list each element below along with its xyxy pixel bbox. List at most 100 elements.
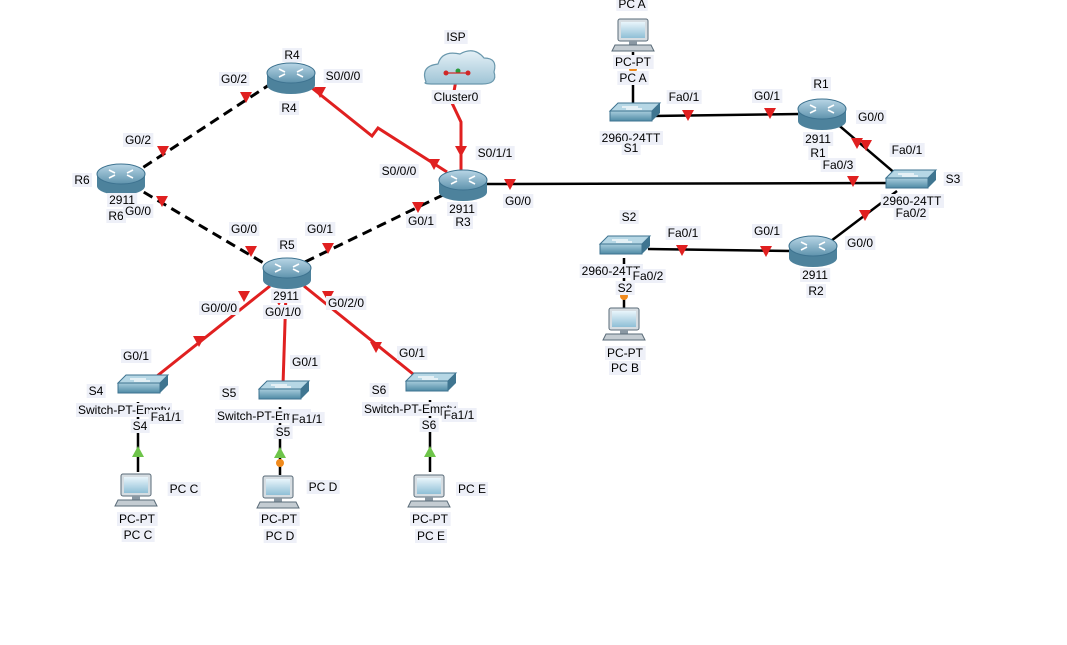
router-arrows-icon <box>278 68 304 78</box>
interface-label: S0/0/0 <box>379 164 419 178</box>
router-arrows-icon <box>108 169 134 179</box>
s6-alt-label: S6 <box>419 418 439 432</box>
link-down-marker <box>847 176 859 187</box>
interface-label-text: G0/0 <box>847 236 873 250</box>
link-down-marker <box>238 291 250 302</box>
s4-alt-label-text: S4 <box>133 419 148 433</box>
link-status-markers <box>132 65 872 467</box>
link-down-marker <box>412 202 424 213</box>
isp-cloud[interactable] <box>423 50 496 85</box>
interface-label: Fa0/2 <box>630 269 666 283</box>
router-arrows-icon <box>274 263 300 273</box>
switch-s4[interactable] <box>116 374 170 394</box>
switch-s1[interactable] <box>608 102 662 122</box>
pcd-model-label-text: PC-PT <box>261 512 298 526</box>
pcb-model-label-text: PC-PT <box>607 346 644 360</box>
r4-hostname-label-text: R4 <box>281 101 297 115</box>
interface-label: G0/2/0 <box>325 296 367 310</box>
switch-s5[interactable] <box>257 380 311 400</box>
router-arrows-icon <box>800 241 826 251</box>
interface-label-text: G0/0 <box>505 194 531 208</box>
interface-label-text: G0/0 <box>858 110 884 124</box>
interface-label: G0/0 <box>844 236 876 250</box>
s4-model-label: Switch-PT-Empty <box>75 403 173 417</box>
router-r3[interactable] <box>438 169 488 201</box>
interface-label: G0/2 <box>218 72 250 86</box>
interface-label-text: Fa0/1 <box>892 143 923 157</box>
router-r4[interactable] <box>266 62 316 94</box>
s4-alt-label: S4 <box>130 419 150 433</box>
isp-cluster-label-text: Cluster0 <box>434 90 479 104</box>
r4-hostname-label: R4 <box>279 101 299 115</box>
s2-name-label: S2 <box>619 210 639 224</box>
r6-model-label: 2911 <box>107 193 138 207</box>
labels-layer: R4R4R62911R6R529112911R3R12911R12911R2IS… <box>72 0 963 543</box>
switch-s6[interactable] <box>404 372 458 392</box>
pcd-model-label: PC-PT <box>259 512 300 526</box>
r3-hostname-label-text: R3 <box>455 215 471 229</box>
interface-label-text: Fa1/1 <box>444 408 475 422</box>
router-arrows-icon <box>450 175 476 185</box>
pce-name-label-text: PC E <box>417 529 445 543</box>
link-r5-s4[interactable] <box>151 284 271 382</box>
pca-model-label: PC-PT <box>613 55 654 69</box>
interface-label-text: G0/1 <box>408 214 434 228</box>
switch-arrows-icon <box>130 378 150 382</box>
pc-b[interactable] <box>602 307 646 341</box>
r5-model-label: 2911 <box>271 289 302 303</box>
interface-label: G0/0 <box>502 194 534 208</box>
s3-model-label-text: 2960-24TT <box>883 194 942 208</box>
link-down-marker <box>851 138 863 149</box>
s1-name-label-text: S1 <box>624 141 639 155</box>
pce-name-label: PC E <box>414 529 448 543</box>
link-r4-r3-serial[interactable] <box>306 82 448 174</box>
interface-label-text: G0/0 <box>231 222 257 236</box>
pc-e[interactable] <box>407 474 451 508</box>
interface-label: Fa0/1 <box>889 143 925 157</box>
link-r6-r4[interactable] <box>129 81 273 178</box>
pc-c[interactable] <box>114 473 158 507</box>
router-r6[interactable] <box>96 163 146 195</box>
interface-label-text: Fa1/1 <box>151 410 182 424</box>
pcc-name-label-text: PC C <box>124 528 153 542</box>
s6-name-label: S6 <box>369 383 389 397</box>
interface-label-text: G0/2 <box>221 72 247 86</box>
interface-label-text: G0/1 <box>123 349 149 363</box>
interface-label: G0/0 <box>228 222 260 236</box>
link-up-marker <box>424 446 436 457</box>
interface-label-text: Fa1/1 <box>292 412 323 426</box>
switch-s3[interactable] <box>884 169 938 189</box>
router-r2[interactable] <box>788 235 838 267</box>
pce-model-label-text: PC-PT <box>412 512 449 526</box>
interface-label: G0/1 <box>751 224 783 238</box>
link-r5-s6[interactable] <box>303 284 419 380</box>
interface-label: G0/1 <box>120 349 152 363</box>
link-s2-r2[interactable] <box>647 247 793 253</box>
link-down-marker <box>455 146 467 157</box>
interface-label-text: G0/1/0 <box>265 305 301 319</box>
interface-label-text: Fa0/1 <box>669 90 700 104</box>
interface-label-text: G0/1 <box>399 346 425 360</box>
r1-name-label: R1 <box>811 77 831 91</box>
pc-d[interactable] <box>256 475 300 509</box>
switch-arrows-icon <box>612 239 632 243</box>
switch-arrows-icon <box>622 106 642 110</box>
link-r6-r5[interactable] <box>129 182 273 270</box>
link-down-marker <box>504 179 516 190</box>
router-r5[interactable] <box>262 257 312 289</box>
interface-label: G0/1 <box>405 214 437 228</box>
router-r1[interactable] <box>797 98 847 130</box>
interface-label-text: S0/0/0 <box>382 164 417 178</box>
link-r3-s3[interactable] <box>483 181 891 186</box>
pc-a[interactable] <box>611 18 655 52</box>
switch-s2[interactable] <box>598 235 652 255</box>
interface-label-text: Fa0/2 <box>896 206 927 220</box>
switch-arrows-icon <box>271 384 291 388</box>
s6-model-label-text: Switch-PT-Empty <box>364 402 456 416</box>
interface-label: Fa0/3 <box>820 158 856 172</box>
pca-model-label-text: PC-PT <box>615 55 652 69</box>
link-s1-r1[interactable] <box>651 112 801 118</box>
pcc-model-label-text: PC-PT <box>119 512 156 526</box>
